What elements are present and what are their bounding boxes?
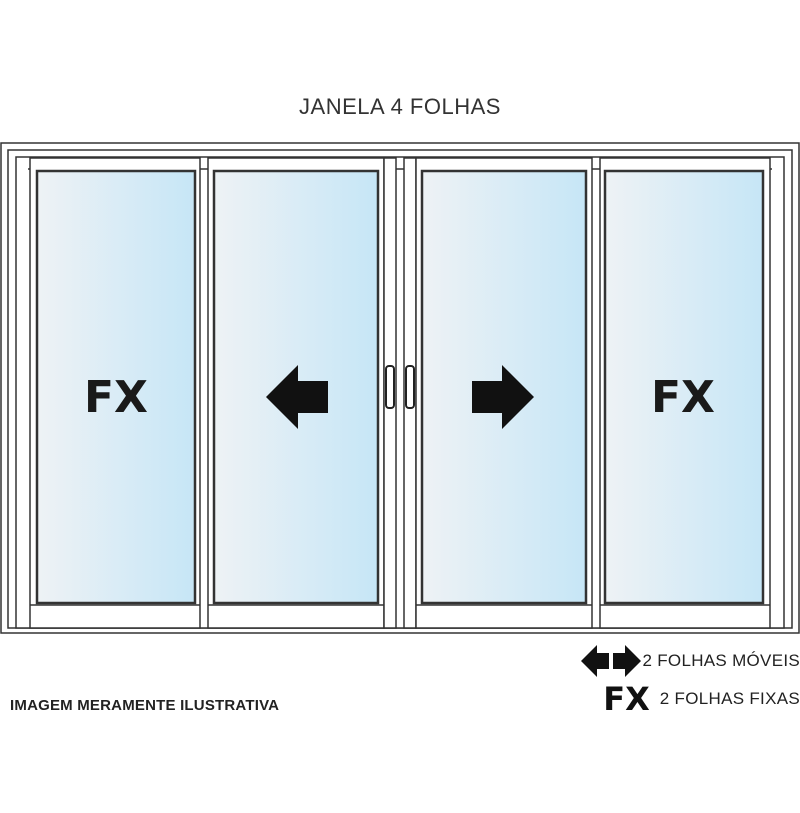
legend-fx-symbol: FX [603, 680, 650, 718]
handle-left [385, 365, 395, 409]
handle-right [405, 365, 415, 409]
disclaimer: IMAGEM MERAMENTE ILUSTRATIVA [10, 697, 280, 714]
panel-fixed-right: FX [599, 157, 771, 629]
legend-moveis: 2 FOLHAS MÓVEIS [580, 644, 800, 678]
panel-fixed-left: FX [29, 157, 201, 629]
legend-fixas-text: 2 FOLHAS FIXAS [659, 689, 800, 708]
legend-moveis-text: 2 FOLHAS MÓVEIS [642, 651, 800, 670]
window-diagram: FX FX [0, 142, 800, 634]
panel-label-fx: FX [651, 372, 715, 423]
arrow-left-icon [266, 365, 328, 429]
diagram-title: JANELA 4 FOLHAS [299, 94, 501, 119]
panel-sliding-left [207, 157, 385, 629]
legend-fixas: FX 2 FOLHAS FIXAS [603, 680, 800, 718]
panel-label-fx: FX [84, 372, 148, 423]
double-arrow-icon [581, 645, 642, 677]
meeting-stile [383, 157, 417, 629]
arrow-right-icon [472, 365, 534, 429]
panel-sliding-right [415, 157, 593, 629]
